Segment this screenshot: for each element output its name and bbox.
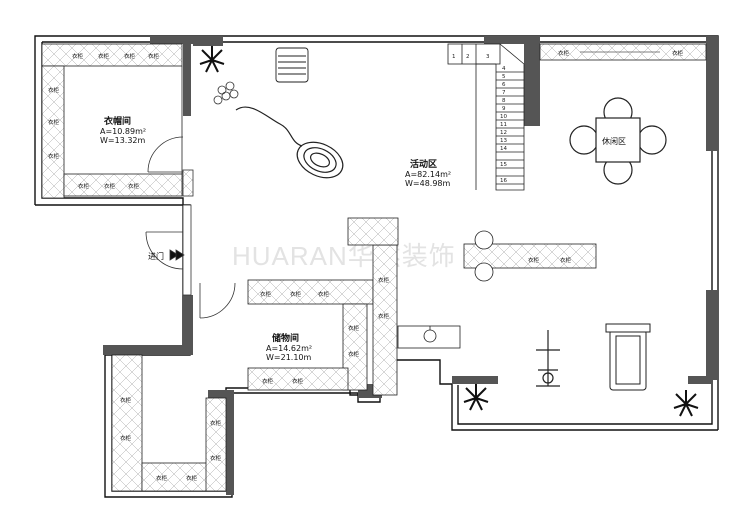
stair-number: 4 [502, 66, 506, 72]
stair-number: 10 [500, 114, 507, 120]
cabinet-label: 衣柜 [528, 256, 540, 264]
room-name: 活动区 [410, 158, 437, 170]
weight-rack [536, 330, 560, 387]
leisure-table-set [569, 97, 667, 185]
storage-door[interactable] [199, 282, 236, 319]
entry-door[interactable] [145, 204, 192, 296]
cabinet-label: 衣柜 [128, 182, 140, 190]
room-area: A=10.89m² [100, 127, 146, 136]
room-perimeter: W=48.98m [405, 179, 451, 188]
room-area: A=82.14m² [405, 170, 451, 179]
stair-number: 15 [500, 162, 507, 168]
cabinet-label: 衣柜 [72, 52, 84, 60]
stair-number: 3 [486, 54, 490, 60]
wall-columns [103, 36, 718, 495]
room-name: 储物间 [272, 332, 299, 344]
stair-number: 5 [502, 74, 506, 80]
activity-room-label: 活动区 A=82.14m² W=48.98m [405, 158, 451, 188]
lounge-chair [235, 106, 344, 179]
cabinet-label: 衣柜 [48, 152, 60, 160]
cabinet-label: 衣柜 [104, 182, 116, 190]
entry-door-label: 进门 [148, 251, 164, 261]
stair-number: 11 [500, 122, 507, 128]
cabinet-label: 衣柜 [558, 49, 570, 57]
leisure-area-label: 休闲区 [602, 136, 626, 146]
cabinet-label: 衣柜 [378, 276, 390, 284]
cabinet-label: 衣柜 [48, 86, 60, 94]
room-name: 衣帽间 [104, 115, 131, 127]
treadmill [605, 323, 651, 391]
cabinet-label: 衣柜 [290, 290, 302, 298]
cabinet-label: 衣柜 [348, 324, 360, 332]
cabinet-label: 衣柜 [210, 454, 222, 462]
plant-icon [463, 384, 489, 411]
cabinet-label: 衣柜 [148, 52, 160, 60]
cabinet-label: 衣柜 [78, 182, 90, 190]
cabinet-label: 衣柜 [292, 377, 304, 385]
staircase [447, 43, 525, 191]
cabinet-label: 衣柜 [48, 118, 60, 126]
sink-counter [397, 325, 461, 349]
cabinet-label: 衣柜 [672, 49, 684, 57]
bar-counter [463, 230, 597, 282]
stair-number: 1 [452, 54, 456, 60]
room-area: A=14.62m² [266, 344, 312, 353]
room-perimeter: W=21.10m [266, 353, 312, 362]
stair-number: 2 [466, 54, 470, 60]
plant-icon [673, 390, 699, 417]
top-counter [539, 43, 707, 61]
stair-number: 13 [500, 138, 507, 144]
stair-number: 14 [500, 146, 507, 152]
cabinet-label: 衣柜 [156, 474, 168, 482]
storage-cabinets [111, 217, 399, 492]
stair-number: 6 [502, 82, 506, 88]
cabinet-label: 衣柜 [210, 419, 222, 427]
cabinet-label: 衣柜 [348, 350, 360, 358]
plant-icon [199, 46, 225, 73]
cabinet-label: 衣柜 [262, 377, 274, 385]
cabinet-label: 衣柜 [124, 52, 136, 60]
cabinet-label: 衣柜 [378, 312, 390, 320]
decor-rug [213, 81, 239, 105]
stair-numbers: 1 2 3 4 5 6 7 8 9 10 11 12 13 14 15 16 [452, 54, 507, 184]
closet-room-label: 衣帽间 A=10.89m² W=13.32m [100, 115, 146, 145]
cabinet-label: 衣柜 [318, 290, 330, 298]
bench [275, 47, 309, 83]
closet-cabinets [41, 43, 183, 199]
cabinet-label: 衣柜 [98, 52, 110, 60]
stair-number: 16 [500, 178, 507, 184]
stair-number: 9 [502, 106, 506, 112]
cabinet-label: 衣柜 [186, 474, 198, 482]
watermark: HUARAN华然装饰 [232, 241, 456, 271]
cabinet-label: 衣柜 [120, 434, 132, 442]
cabinet-label: 衣柜 [560, 256, 572, 264]
stair-number: 8 [502, 98, 506, 104]
cabinet-label: 衣柜 [260, 290, 272, 298]
cabinet-label: 衣柜 [120, 396, 132, 404]
stair-number: 7 [502, 90, 506, 96]
closet-door[interactable] [147, 136, 194, 197]
stair-number: 12 [500, 130, 507, 136]
room-perimeter: W=13.32m [100, 136, 146, 145]
storage-room-label: 储物间 A=14.62m² W=21.10m [266, 332, 312, 362]
